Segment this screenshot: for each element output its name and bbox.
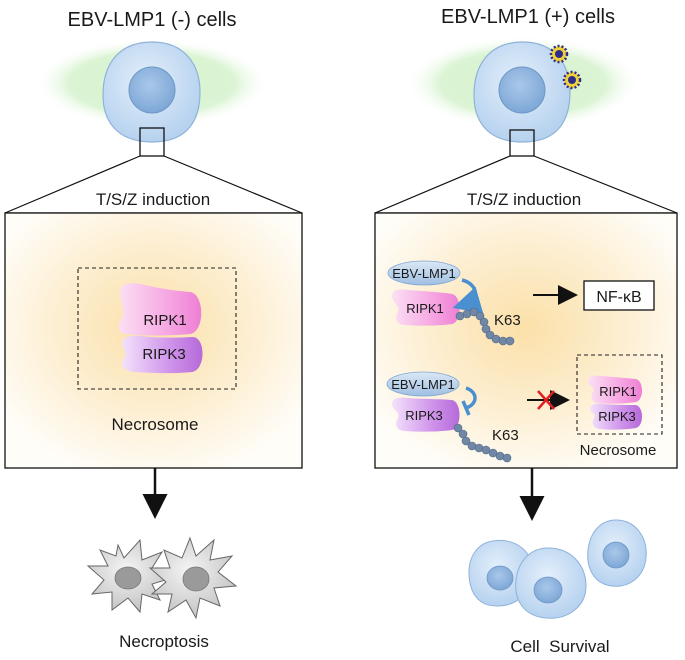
lmp1-bottom-shape [386, 371, 460, 397]
necrosome-ripk3-shape [590, 403, 642, 430]
left-necrosome-label: Necrosome [112, 415, 199, 434]
k63-top-chain [455, 307, 515, 346]
virus-icon [549, 44, 569, 64]
left-zoom-lines-right [163, 155, 303, 214]
ripk1-top-label: RIPK1 [406, 301, 444, 316]
necrosome-ripk1-label: RIPK1 [599, 384, 637, 399]
lmp1-bottom-label: EBV-LMP1 [391, 377, 455, 392]
right-induction-label: T/S/Z induction [467, 190, 581, 209]
right-nucleus [498, 66, 546, 114]
inhibition-bar [461, 400, 471, 416]
dead-cell-1 [86, 538, 174, 614]
lmp1-top-label: EBV-LMP1 [392, 266, 456, 281]
ubiquitin-top-arrow [452, 278, 484, 314]
left-ripk3-label: RIPK3 [142, 346, 185, 363]
right-zoom-box [509, 129, 535, 157]
virus-icon-2 [562, 70, 582, 90]
right-necrosome-box [576, 354, 663, 435]
left-ripk3-shape [121, 335, 203, 374]
surviving-cell-2 [515, 547, 587, 619]
block-x-icon [537, 390, 555, 410]
right-zoom-lines-right [533, 155, 678, 214]
ripk3-bottom-shape [392, 397, 460, 432]
left-ripk1-label: RIPK1 [143, 312, 186, 329]
ripk1-top-shape [392, 289, 460, 326]
inhibition-curve [465, 386, 477, 410]
left-nucleus [128, 66, 176, 114]
left-induction-label: T/S/Z induction [96, 190, 210, 209]
necrosome-ripk3-label: RIPK3 [598, 409, 636, 424]
k63-bottom-label: K63 [492, 427, 519, 444]
left-title: EBV-LMP1 (-) cells [68, 9, 237, 31]
left-zoom-box [139, 127, 165, 157]
nfkb-box [583, 280, 655, 311]
ripk3-bottom-label: RIPK3 [405, 408, 443, 423]
k63-bottom-chain [453, 423, 512, 463]
left-outcome-label: Necroptosis [119, 632, 209, 651]
left-necrosome-box [77, 267, 237, 390]
necrosome-ripk1-shape [588, 375, 642, 404]
left-zoom-lines [4, 155, 141, 214]
left-ripk1-shape [118, 283, 202, 336]
right-outcome-label: Cell Survival [510, 637, 609, 656]
lmp1-top-shape [387, 260, 461, 286]
right-zoom-lines [374, 155, 511, 214]
nfkb-label: NF-κB [596, 289, 641, 306]
dead-cell-2 [148, 536, 238, 620]
k63-top-label: K63 [494, 312, 521, 329]
right-title: EBV-LMP1 (+) cells [441, 6, 615, 28]
right-necrosome-label: Necrosome [580, 442, 657, 459]
surviving-cell-3 [587, 519, 647, 587]
